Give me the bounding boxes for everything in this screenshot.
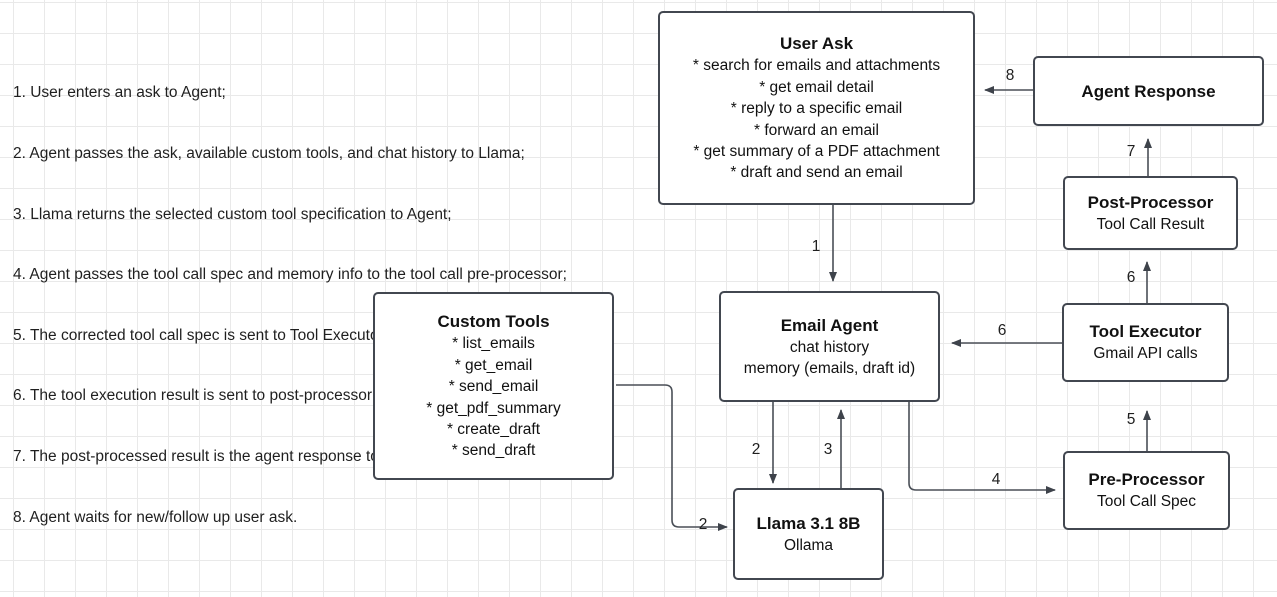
edge-label-6b: 6 [997,322,1007,339]
node-agent-response-title: Agent Response [1081,81,1216,101]
node-email-agent-sub-2: memory (emails, draft id) [743,360,916,377]
node-email-agent-title: Email Agent [780,315,879,335]
node-email-agent-sub-1: chat history [789,338,870,356]
node-pre-processor[interactable]: Pre-Processor Tool Call Spec [1063,451,1230,530]
node-pre-processor-sub: Tool Call Spec [1096,493,1197,511]
edge-4-path [908,402,1056,494]
node-user-ask-item-5: * get summary of a PDF attachment [693,142,940,160]
edge-label-2a: 2 [751,441,761,458]
edge-2b-path [616,384,728,531]
edge-label-8: 8 [1005,67,1015,84]
node-custom-tools-item-5: * create_draft [446,420,541,438]
edge-label-4: 4 [991,471,1001,488]
node-post-processor-sub: Tool Call Result [1096,215,1205,233]
node-custom-tools-item-1: * list_emails [452,335,535,353]
legend-line-2: 2. Agent passes the ask, available custo… [13,145,525,163]
node-llama-sub: Ollama [783,536,834,554]
node-custom-tools[interactable]: Custom Tools * list_emails * get_email *… [373,292,614,480]
edge-label-5: 5 [1126,411,1136,428]
node-tool-executor[interactable]: Tool Executor Gmail API calls [1062,303,1229,382]
node-agent-response[interactable]: Agent Response [1033,56,1264,126]
edge-label-2b: 2 [698,516,708,533]
node-custom-tools-item-3: * send_email [448,378,539,396]
node-llama[interactable]: Llama 3.1 8B Ollama [733,488,884,580]
node-email-agent[interactable]: Email Agent chat history memory (emails,… [719,291,940,402]
node-custom-tools-item-6: * send_draft [451,442,536,460]
edge-label-1: 1 [811,238,821,255]
node-post-processor-title: Post-Processor [1087,192,1214,212]
edge-label-7: 7 [1126,143,1136,160]
node-tool-executor-sub: Gmail API calls [1093,345,1198,363]
node-user-ask-title: User Ask [779,34,854,54]
legend-line-8: 8. Agent waits for new/follow up user as… [13,508,298,526]
legend-line-1: 1. User enters an ask to Agent; [13,84,226,102]
node-tool-executor-title: Tool Executor [1089,322,1202,342]
node-custom-tools-item-2: * get_email [454,356,533,374]
node-user-ask-item-4: * forward an email [754,121,879,139]
edge-label-3: 3 [823,441,833,458]
node-user-ask-item-1: * search for emails and attachments [692,57,941,75]
node-custom-tools-title: Custom Tools [437,312,550,332]
node-pre-processor-title: Pre-Processor [1088,470,1205,490]
node-post-processor[interactable]: Post-Processor Tool Call Result [1063,176,1238,250]
node-llama-title: Llama 3.1 8B [756,513,861,533]
node-user-ask-item-3: * reply to a specific email [730,100,903,118]
edge-label-6a: 6 [1126,269,1136,286]
node-user-ask-item-2: * get email detail [759,78,874,96]
node-user-ask-item-6: * draft and send an email [730,164,903,182]
node-custom-tools-item-4: * get_pdf_summary [426,399,561,417]
legend-line-3: 3. Llama returns the selected custom too… [13,205,452,223]
node-user-ask[interactable]: User Ask * search for emails and attachm… [658,11,975,205]
legend-line-4: 4. Agent passes the tool call spec and m… [13,266,567,284]
